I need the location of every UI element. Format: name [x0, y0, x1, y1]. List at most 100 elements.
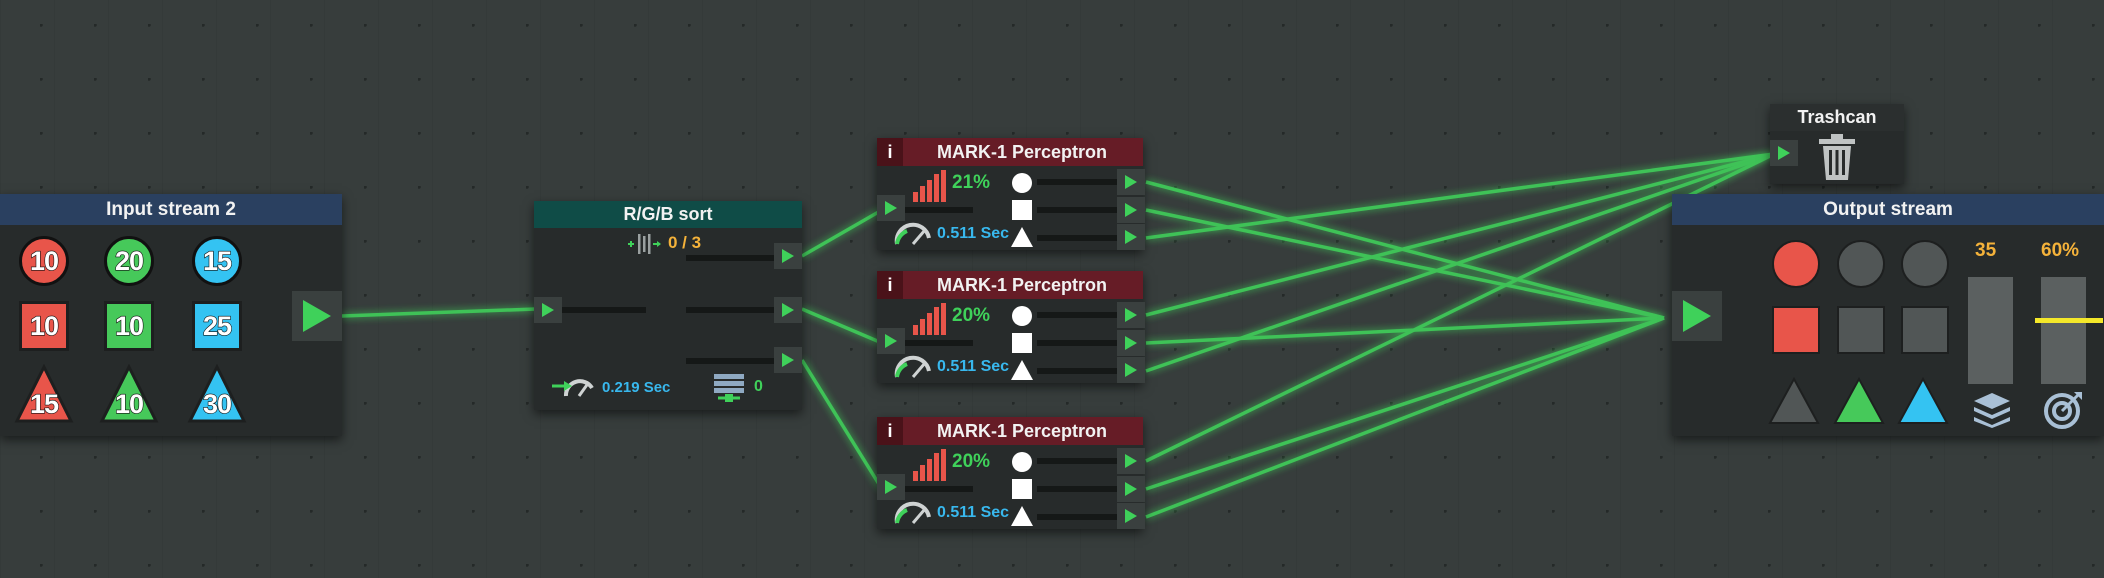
- token-value: 10: [29, 310, 59, 341]
- wire: [1145, 316, 1665, 519]
- input-stream-node[interactable]: Input stream 2 10 20 15 10 10 25 15 10 3…: [0, 194, 342, 436]
- info-button[interactable]: i: [877, 417, 903, 445]
- perceptron-input-port[interactable]: [877, 195, 905, 221]
- play-arrow-icon: [885, 201, 897, 215]
- bar-chart-icon: [913, 303, 946, 335]
- circle-output-port[interactable]: [1117, 448, 1145, 474]
- circle-output-port[interactable]: [1117, 169, 1145, 195]
- target-icon: [2044, 392, 2082, 429]
- output-slot: [1037, 312, 1117, 318]
- square-icon: [1012, 479, 1032, 499]
- perceptron-node-3[interactable]: MARK-1 Perceptron i 20% 0.511 Sec: [877, 417, 1145, 529]
- wire: [1145, 180, 1665, 320]
- triangle-icon: [1011, 506, 1033, 526]
- red-triangle-token: 15: [14, 364, 74, 424]
- input-slot: [903, 486, 973, 492]
- sort-output-port-3[interactable]: [774, 347, 802, 373]
- sort-count-icon: [628, 234, 661, 254]
- info-button[interactable]: i: [877, 271, 903, 299]
- sort-time: 0.219 Sec: [602, 379, 671, 396]
- triangle-output-port[interactable]: [1117, 224, 1145, 250]
- accuracy-meter-level: [2035, 317, 2103, 323]
- triangle-icon: [1011, 360, 1033, 380]
- stack-value: 35: [1975, 240, 1997, 261]
- empty-square-slot: [1837, 306, 1885, 354]
- wire: [800, 359, 884, 490]
- info-button[interactable]: i: [877, 138, 903, 166]
- wire: [1145, 208, 1665, 320]
- perceptron-node-2[interactable]: MARK-1 Perceptron i 20% 0.511 Sec: [877, 271, 1145, 383]
- triangle-output-port[interactable]: [1117, 503, 1145, 529]
- square-icon: [1012, 200, 1032, 220]
- sort-output-port-1[interactable]: [774, 243, 802, 269]
- empty-square-slot: [1901, 306, 1949, 354]
- stack-meter: [1968, 277, 2013, 384]
- green-triangle-token: 10: [99, 364, 159, 424]
- play-arrow-icon: [885, 334, 897, 348]
- empty-triangle-slot: [1768, 377, 1820, 424]
- perceptron-time: 0.511 Sec: [937, 504, 1010, 521]
- input-stream-output-port[interactable]: [292, 291, 342, 341]
- output-slot: [1037, 514, 1117, 520]
- red-square-slot: [1772, 306, 1820, 354]
- sort-count: 0 / 3: [668, 233, 702, 252]
- square-output-port[interactable]: [1117, 330, 1145, 356]
- play-arrow-icon: [1125, 175, 1137, 189]
- empty-circle-slot: [1837, 240, 1885, 288]
- blue-triangle-token: 30: [187, 364, 247, 424]
- wire: [801, 208, 883, 258]
- blue-square-token: 25: [189, 298, 245, 354]
- triangle-output-port[interactable]: [1117, 357, 1145, 383]
- play-arrow-icon: [1125, 203, 1137, 217]
- speed-gauge-icon: [894, 501, 931, 524]
- play-arrow-icon: [1125, 308, 1137, 322]
- trashcan-node[interactable]: Trashcan: [1770, 104, 1904, 184]
- input-slot: [903, 207, 973, 213]
- output-slot: [1037, 458, 1117, 464]
- trashcan-input-port[interactable]: [1770, 140, 1798, 166]
- perceptron-input-port[interactable]: [877, 328, 905, 354]
- wire: [1145, 316, 1665, 345]
- sort-input-port[interactable]: [534, 297, 562, 323]
- speed-gauge-icon: [894, 222, 931, 245]
- perceptron-percent: 20%: [952, 305, 991, 326]
- bar-chart-icon: [913, 449, 946, 481]
- token-value: 10: [114, 310, 144, 341]
- token-value: 10: [29, 245, 59, 276]
- play-arrow-icon: [782, 353, 794, 367]
- square-icon: [1012, 333, 1032, 353]
- output-slot: [1037, 179, 1117, 185]
- perceptron-title: MARK-1 Perceptron: [877, 138, 1143, 166]
- play-arrow-icon: [1125, 482, 1137, 496]
- output-slot: [686, 255, 774, 261]
- perceptron-percent: 21%: [952, 172, 991, 193]
- token-value: 10: [114, 388, 144, 419]
- perceptron-input-port[interactable]: [877, 474, 905, 500]
- input-stream-title: Input stream 2: [0, 194, 342, 225]
- sort-output-port-2[interactable]: [774, 297, 802, 323]
- token-value: 30: [202, 388, 232, 419]
- play-arrow-icon: [782, 249, 794, 263]
- play-arrow-icon: [1125, 509, 1137, 523]
- circle-icon: [1012, 173, 1032, 193]
- perceptron-node-1[interactable]: MARK-1 Perceptron i 21% 0.511 Sec: [877, 138, 1145, 250]
- green-triangle-slot: [1833, 377, 1885, 424]
- speed-gauge-icon: [894, 355, 931, 378]
- token-value: 15: [202, 245, 232, 276]
- empty-circle-slot: [1901, 240, 1949, 288]
- speed-gauge-icon: [552, 379, 594, 397]
- play-arrow-icon: [1683, 300, 1711, 332]
- output-stream-node[interactable]: Output stream 35 60%: [1672, 194, 2104, 436]
- red-circle-token: 10: [16, 233, 72, 289]
- output-stream-input-port[interactable]: [1672, 291, 1722, 341]
- square-output-port[interactable]: [1117, 197, 1145, 223]
- play-arrow-icon: [1125, 454, 1137, 468]
- circle-output-port[interactable]: [1117, 302, 1145, 328]
- square-output-port[interactable]: [1117, 476, 1145, 502]
- play-arrow-icon: [1778, 146, 1790, 160]
- blue-circle-token: 15: [189, 233, 245, 289]
- play-arrow-icon: [1125, 336, 1137, 350]
- queue-stack-icon: [714, 374, 744, 402]
- rgb-sort-node[interactable]: R/G/B sort 0 / 3 0.219 Sec 0: [534, 201, 802, 410]
- trashcan-title: Trashcan: [1770, 104, 1904, 131]
